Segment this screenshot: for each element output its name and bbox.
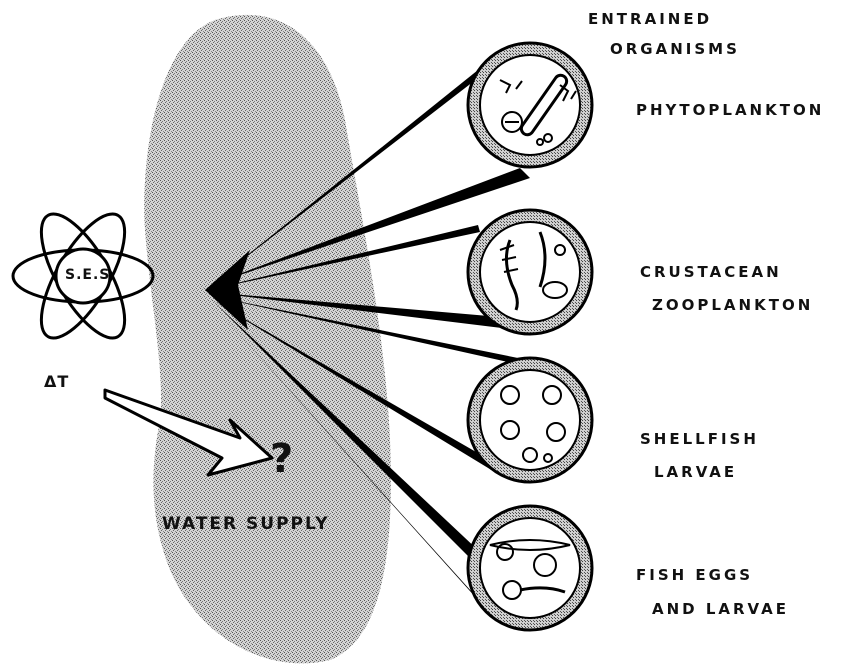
phytoplankton-label: PHYTOPLANKTON (636, 101, 824, 119)
crustacean-zooplankton-lens (468, 210, 592, 334)
crustacean-label: CRUSTACEAN (640, 263, 782, 281)
fish-eggs-label: FISH EGGS (636, 566, 753, 584)
and-larvae-label: AND LARVAE (652, 600, 789, 618)
header-line2: ORGANISMS (610, 40, 740, 58)
header-line1: ENTRAINED (588, 10, 712, 28)
larvae-label: LARVAE (654, 463, 737, 481)
delta-t-label: ΔT (44, 372, 69, 391)
zooplankton-label: ZOOPLANKTON (652, 296, 813, 314)
shellfish-label: SHELLFISH (640, 430, 759, 448)
water-body (144, 15, 391, 664)
fish-eggs-larvae-lens (468, 506, 592, 630)
unknown-question-mark: ? (270, 436, 293, 482)
phytoplankton-lens (468, 43, 592, 167)
plant-label: S.E.S (65, 267, 110, 283)
water-supply-label: WATER SUPPLY (162, 514, 330, 534)
shellfish-larvae-lens (468, 358, 592, 482)
